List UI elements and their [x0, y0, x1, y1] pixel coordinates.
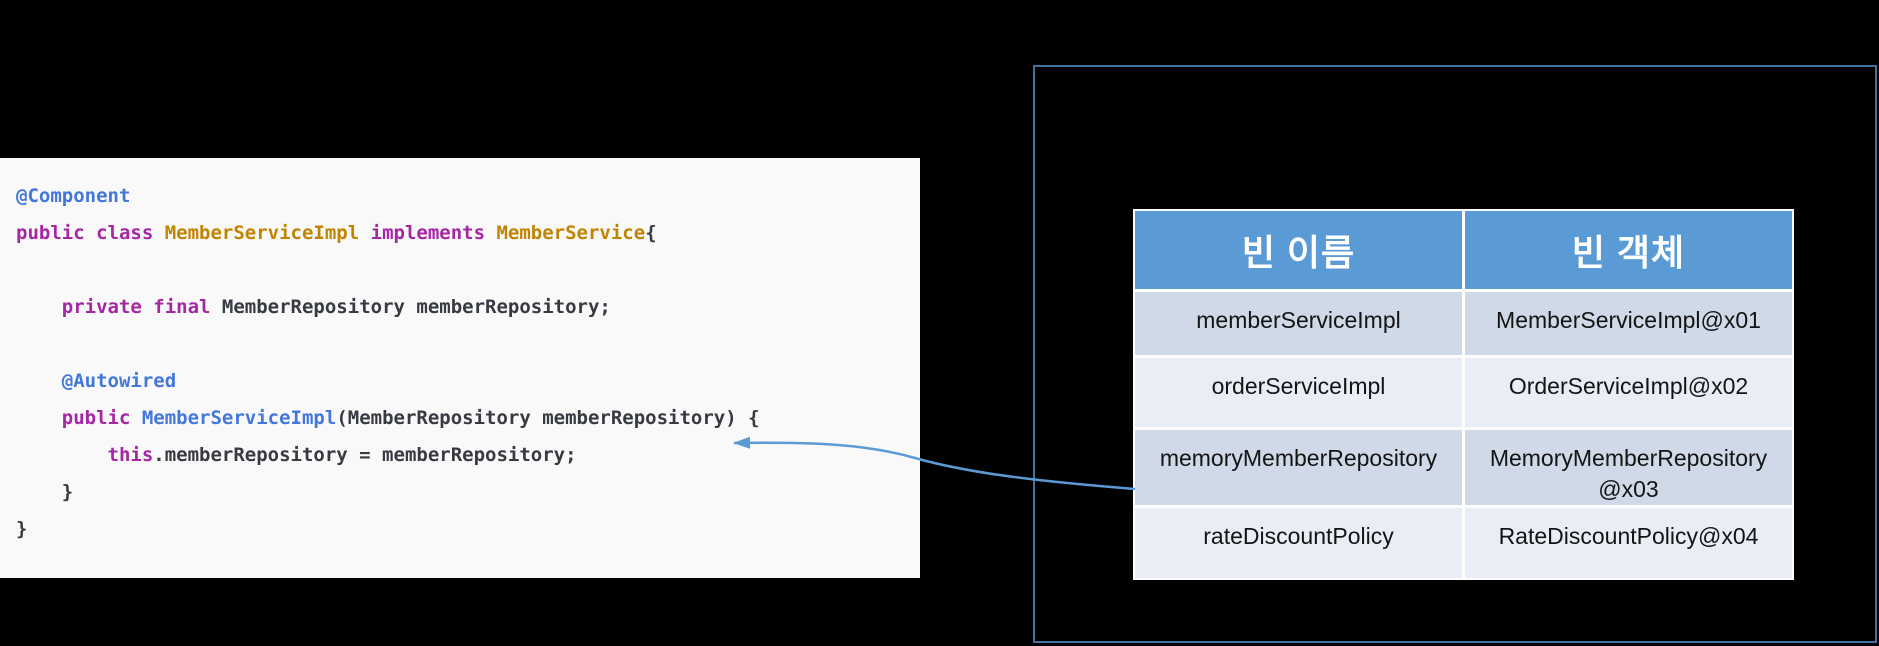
- code-line: private final MemberRepository memberRep…: [61, 296, 611, 318]
- code-line: }: [16, 481, 74, 503]
- table-cell-bean-name: memoryMemberRepository: [1135, 430, 1462, 505]
- code-panel: @Component public class MemberServiceImpl…: [0, 158, 920, 578]
- table-cell-bean-name: memberServiceImpl: [1135, 292, 1462, 355]
- code-block: @Component public class MemberServiceImpl…: [16, 178, 904, 548]
- code-line: public class MemberServiceImpl implement…: [16, 222, 657, 244]
- table-cell-bean-object: MemoryMemberRepository @x03: [1465, 430, 1792, 505]
- code-line: public MemberServiceImpl(MemberRepositor…: [61, 407, 760, 429]
- table-cell-bean-object: RateDiscountPolicy@x04: [1465, 508, 1792, 578]
- table-cell-bean-name: rateDiscountPolicy: [1135, 508, 1462, 578]
- table-cell-bean-name: orderServiceImpl: [1135, 358, 1462, 427]
- code-line: @Autowired: [61, 370, 177, 392]
- table-cell-bean-object: OrderServiceImpl@x02: [1465, 358, 1792, 427]
- bean-table-header-object: 빈 객체: [1465, 211, 1792, 289]
- code-line: [16, 326, 904, 363]
- bean-table: 빈 이름 빈 객체 memberServiceImpl MemberServic…: [1133, 209, 1794, 580]
- bean-table-header-name: 빈 이름: [1135, 211, 1462, 289]
- code-line: this.memberRepository = memberRepository…: [107, 444, 577, 466]
- code-line: @Component: [16, 185, 131, 207]
- spring-container-box: [1033, 65, 1877, 643]
- code-line: }: [16, 518, 28, 540]
- table-cell-bean-object: MemberServiceImpl@x01: [1465, 292, 1792, 355]
- code-line: [16, 252, 904, 289]
